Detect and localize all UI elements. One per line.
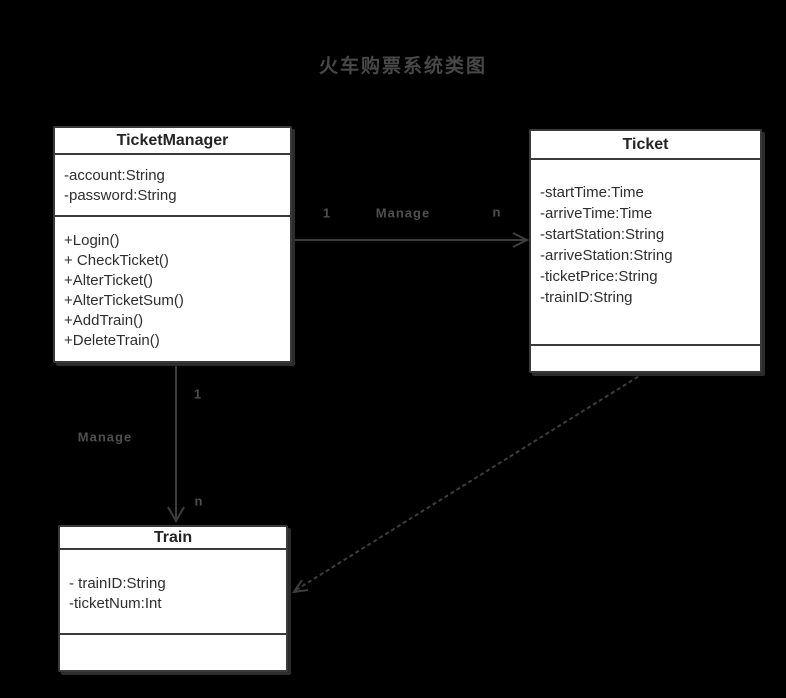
attribute: - trainID:String [69, 575, 166, 592]
method: +AlterTicket() [64, 272, 154, 289]
attribute: -arriveTime:Time [540, 205, 653, 222]
method: +AddTrain() [64, 312, 144, 329]
attribute: -trainID:String [540, 289, 633, 306]
arrowhead-right-icon [512, 232, 530, 248]
attribute: -startTime:Time [540, 184, 644, 201]
class-name: Ticket [531, 131, 760, 160]
attribute: -ticketPrice:String [540, 268, 658, 285]
arrowhead-down-icon [167, 506, 185, 524]
methods-section [60, 635, 286, 670]
association-manager-train[interactable] [167, 365, 185, 524]
multiplicity-label: 1 [193, 386, 203, 402]
diagram-title: 火车购票系统类图 [318, 56, 487, 77]
class-ticketmanager[interactable]: TicketManager -account:String -password:S… [53, 126, 292, 363]
attribute: -ticketNum:Int [69, 595, 162, 612]
arrowhead-downleft-icon [291, 579, 309, 594]
method: +AlterTicketSum() [64, 292, 184, 309]
attributes-section: - trainID:String -ticketNum:Int [60, 550, 286, 635]
multiplicity-label: 1 [322, 205, 332, 221]
attribute: -password:String [64, 187, 177, 204]
class-name: TicketManager [55, 128, 290, 155]
multiplicity-label: n [492, 204, 502, 220]
attribute: -startStation:String [540, 226, 665, 243]
method: + CheckTicket() [64, 252, 169, 269]
method: +DeleteTrain() [64, 332, 160, 349]
attributes-section: -account:String -password:String [55, 155, 290, 217]
association-label: Manage [77, 429, 133, 445]
methods-section: +Login() + CheckTicket() +AlterTicket() +Al… [55, 217, 290, 361]
class-name: Train [60, 527, 286, 550]
attribute: -account:String [64, 167, 165, 184]
class-train[interactable]: Train - trainID:String -ticketNum:Int [58, 525, 288, 672]
association-label: Manage [375, 205, 431, 221]
association-manager-ticket[interactable] [294, 232, 530, 248]
dependency-ticket-train[interactable] [291, 372, 645, 594]
method: +Login() [64, 232, 120, 249]
multiplicity-label: n [194, 493, 204, 509]
methods-section [531, 346, 760, 371]
attributes-section: -startTime:Time -arriveTime:Time -startSta… [531, 160, 760, 346]
class-ticket[interactable]: Ticket -startTime:Time-arriveTime:Time-s… [529, 129, 762, 373]
attribute: -arriveStation:String [540, 247, 673, 264]
